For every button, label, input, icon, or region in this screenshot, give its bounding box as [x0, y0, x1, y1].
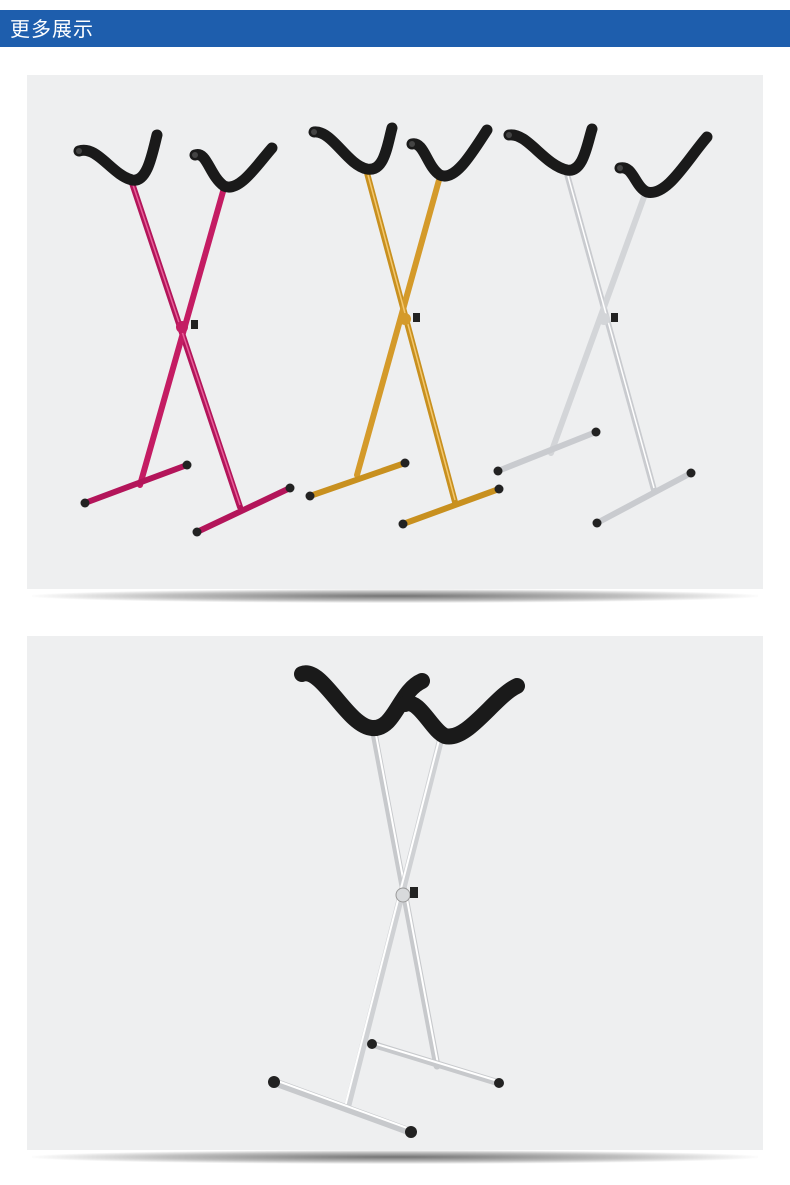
pink-stand	[73, 129, 295, 537]
section-header: 更多展示	[0, 10, 790, 47]
guitar-stands-illustration	[73, 122, 713, 537]
section-title: 更多展示	[10, 17, 94, 41]
panel-shadow	[32, 1150, 758, 1164]
silver-stand-illustration	[268, 665, 525, 1138]
silver-stand-large	[268, 665, 525, 1138]
gold-stand	[305, 122, 504, 529]
product-image-silver-closeup	[27, 636, 763, 1150]
panel-shadow	[32, 589, 758, 603]
product-image-color-variants	[27, 75, 763, 589]
silver-stand	[493, 123, 713, 528]
